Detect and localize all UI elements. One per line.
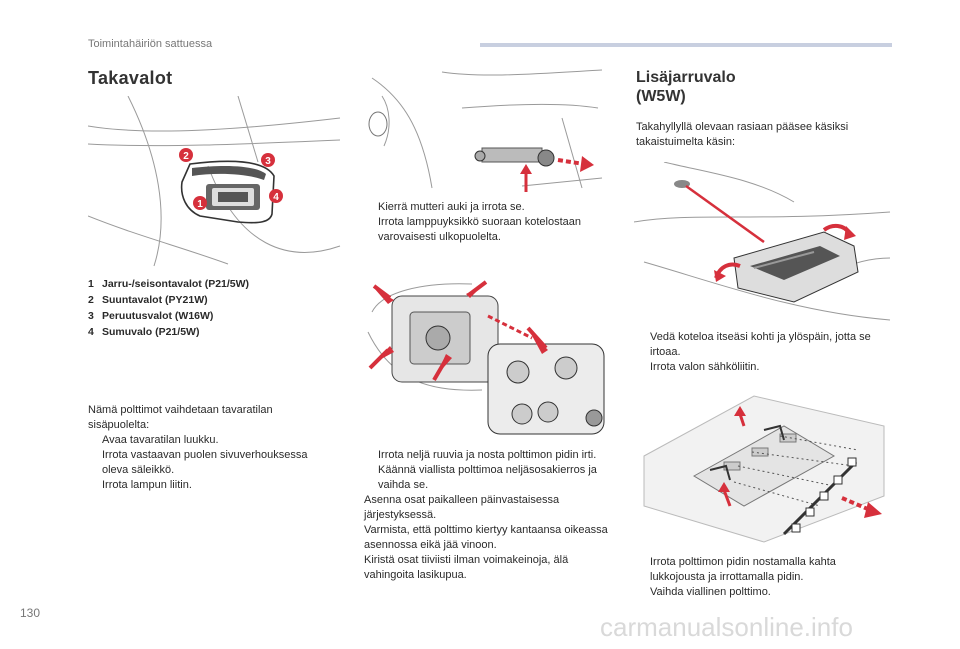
step-item: Kierrä mutteri auki ja irrota se. <box>378 201 525 213</box>
right-steps-b: Irrota polttimon pidin nostamalla kahta … <box>636 555 880 600</box>
callout-2: 2 <box>183 151 189 162</box>
step-item: Vedä koteloa itseäsi kohti ja ylöspäin, … <box>650 331 871 358</box>
step-item: Irrota vastaavan puolen sivuverhouksessa… <box>102 449 308 476</box>
step-item: Vaihda viallinen polttimo. <box>650 586 771 598</box>
watermark: carmanualsonline.info <box>600 612 853 642</box>
callout-1: 1 <box>197 199 203 210</box>
step-item: Avaa tavaratilan luukku. <box>102 434 219 446</box>
callout-3: 3 <box>265 156 271 167</box>
page-number: 130 <box>20 606 41 620</box>
closing-text: Kiristä osat tiiviisti ilman voimakeinoj… <box>364 554 569 581</box>
section-header: Toimintahäiriön sattuessa <box>88 38 213 50</box>
step-item: Irrota valon sähköliitin. <box>650 361 760 373</box>
step-item: Irrota lampun liitin. <box>102 479 192 491</box>
left-instructions: Nämä polttimot vaihdetaan tavaratilan si… <box>88 403 333 493</box>
intro-text: Nämä polttimot vaihdetaan tavaratilan si… <box>88 404 273 431</box>
bulb-holder-illustration <box>367 280 605 435</box>
tail-light-illustration: 2 3 1 4 <box>88 96 341 267</box>
step-item: Irrota polttimon pidin nostamalla kahta … <box>650 556 836 583</box>
header-bar <box>480 43 892 47</box>
section-title: Lisäjarruvalo (W5W) <box>636 69 736 105</box>
bulb-holder-springs-illustration <box>643 395 885 543</box>
page-title: Takavalot <box>88 68 173 88</box>
step-item: Irrota lamppuyksikkö suoraan kotelostaan… <box>378 216 581 243</box>
callout-4: 4 <box>273 192 279 203</box>
closing-text: Asenna osat paikalleen päinvastaisessa j… <box>364 494 560 521</box>
middle-steps-a: Kierrä mutteri auki ja irrota se. Irrota… <box>364 200 610 245</box>
middle-steps-b: Irrota neljä ruuvia ja nosta polttimon p… <box>364 448 612 583</box>
right-steps-a: Vedä koteloa itseäsi kohti ja ylöspäin, … <box>636 330 880 375</box>
lamp-unit-nut-illustration <box>368 69 603 192</box>
step-item: Irrota neljä ruuvia ja nosta polttimon p… <box>378 449 597 461</box>
step-item: Käännä viallista polttimoa neljäsosakier… <box>378 464 597 491</box>
right-intro: Takahyllyllä olevaan rasiaan pääsee käsi… <box>636 121 849 148</box>
brake-light-housing-illustration <box>634 162 891 321</box>
closing-text: Varmista, että polttimo kiertyy kantaans… <box>364 524 608 551</box>
